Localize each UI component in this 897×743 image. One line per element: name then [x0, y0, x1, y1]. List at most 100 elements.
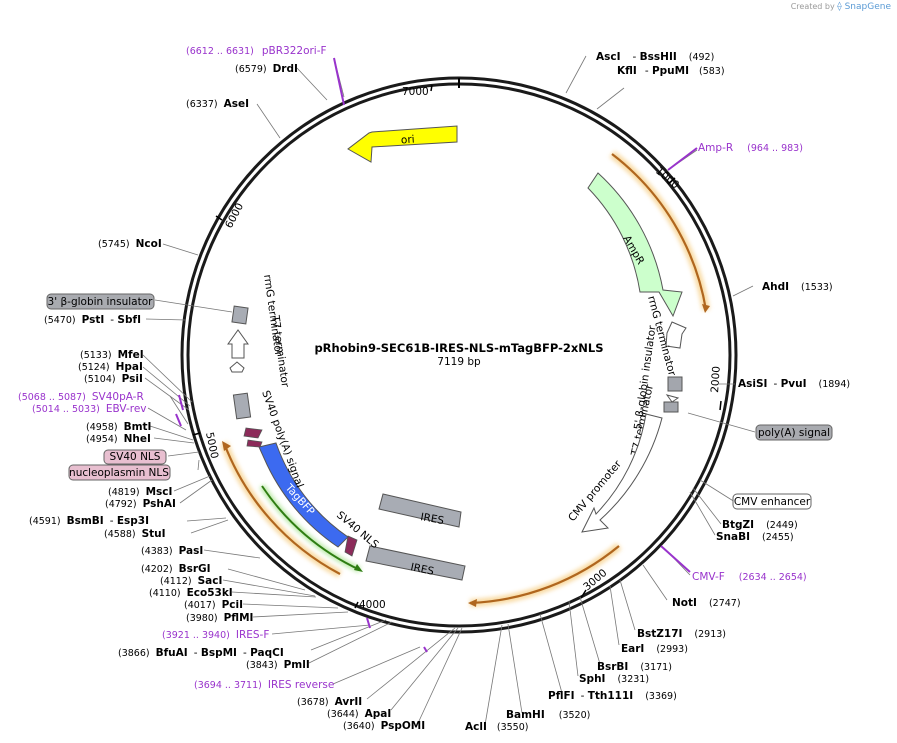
- leader-pasi: [203, 549, 261, 559]
- site-sphi: SphI(3231): [579, 673, 649, 685]
- site-nhei: (4954)NheI: [86, 433, 151, 445]
- leader-hpai: [142, 366, 191, 407]
- primer-mark-sv40pa: [178, 394, 184, 411]
- site-bsrbi: BsrBI(3171): [597, 661, 672, 673]
- primer-ires-reverse: (3694 .. 3711)IRES reverse: [194, 679, 334, 691]
- site-pvui-name: PvuI: [781, 378, 807, 390]
- tick-label-5000: 5000: [203, 431, 220, 460]
- site-acli-pos: (3550): [497, 722, 529, 733]
- primer-ebv-rev-range: (5014 .. 5033): [32, 404, 100, 415]
- leader-asei: [256, 103, 281, 139]
- snapgene-name: SnapGene: [844, 2, 891, 12]
- site-avrii-name: AvrII: [335, 696, 363, 708]
- site-stui: (4588)StuI: [104, 528, 166, 540]
- site-saci-pos: (4112): [160, 576, 192, 587]
- ires-top-feature: [378, 493, 462, 528]
- site-saci: (4112)SacI: [160, 575, 222, 587]
- primer-ebv-rev-name: EBV-rev: [106, 403, 147, 415]
- site-snabi-pos: (2455): [762, 532, 794, 543]
- leader-ahdi: [732, 285, 754, 297]
- primer-amp-r: Amp-R(964 .. 983): [698, 142, 803, 154]
- ires-top-label: IRES: [419, 511, 445, 527]
- sv40polya-feature: [232, 392, 252, 420]
- sv40-orange-arc: [222, 442, 341, 575]
- globin3-box: [46, 293, 155, 310]
- site-eari-name: EarI: [621, 643, 644, 655]
- primer-ires-f-name: IRES-F: [236, 629, 270, 641]
- site-asisi: AsiSI- PvuI(1894): [738, 378, 850, 390]
- site-noti-pos: (2747): [709, 598, 741, 609]
- t7-right-feature: [663, 401, 679, 413]
- site-eco53ki-pos: (4110): [149, 588, 181, 599]
- tick-2000: [719, 400, 722, 411]
- rrng-right-feature: [665, 321, 687, 349]
- ori-feature: [347, 125, 458, 163]
- globin3-feature: [231, 305, 249, 325]
- site-snabi-name: SnaBI: [716, 531, 750, 543]
- site-bspmi-name: BspMI: [201, 647, 237, 659]
- primer-mark-ires-f: [366, 617, 371, 629]
- site-eco53ki: (4110)Eco53kI: [149, 587, 233, 599]
- polya-right-arrow: [665, 394, 680, 403]
- site-asci-dash: -: [633, 51, 640, 63]
- site-kfli-pos: (583): [699, 66, 725, 77]
- site-ncoi-name: NcoI: [136, 238, 162, 250]
- site-tth111i-name: Tth111I: [588, 690, 633, 702]
- site-pcii-name: PciI: [222, 599, 243, 611]
- site-apai: (3644)ApaI: [327, 708, 391, 720]
- leader-pmli: [308, 621, 393, 664]
- site-bamhi-pos: (3520): [559, 710, 591, 721]
- site-mfei-pos: (5133): [80, 350, 112, 361]
- leader-msci: [173, 475, 211, 492]
- tick-1000: [667, 177, 676, 185]
- site-mfei-name: MfeI: [118, 349, 144, 361]
- site-pflfi-dash: -: [581, 690, 588, 702]
- primer-ires-f-range: (3921 .. 3940): [162, 630, 230, 641]
- leader-pflmi: [252, 611, 349, 618]
- ires-bottom-feature: [365, 545, 466, 581]
- tick-7000: [430, 84, 433, 92]
- ires-bottom-label: IRES: [409, 561, 435, 578]
- leader-noti: [642, 564, 668, 601]
- site-hpai-pos: (5124): [78, 362, 110, 373]
- leader-pflfi: [539, 613, 563, 694]
- site-avrii-pos: (3678): [297, 697, 329, 708]
- site-acli-name: AclI: [465, 721, 487, 733]
- primer-mark-pbr322: [333, 57, 345, 106]
- leader-snabi: [689, 491, 716, 536]
- site-bstz17i: BstZ17I(2913): [637, 628, 726, 640]
- primer-mark-ebv: [175, 413, 182, 427]
- sv40nls-inner-feature: [344, 535, 358, 557]
- sv40-orange-arrowhead: [222, 441, 231, 451]
- site-asei-name: AseI: [224, 98, 249, 110]
- leader-ebv-rev: [147, 407, 187, 431]
- cmv-orange-arrowhead: [468, 599, 477, 607]
- leader-bsrbi: [579, 596, 601, 665]
- tick-label-2000: 2000: [709, 366, 723, 394]
- site-asci-name: AscI: [596, 51, 621, 63]
- primer-ires-reverse-name: IRES reverse: [268, 679, 335, 691]
- site-pmli: (3843)PmlI: [246, 659, 310, 671]
- site-pflmi: (3980)PflMI: [186, 612, 253, 624]
- leader-lines: [142, 55, 756, 726]
- plasmid-name: pRhobin9-SEC61B-IRES-NLS-mTagBFP-2xNLS: [314, 341, 603, 355]
- site-bsshii-name: BssHII: [640, 51, 677, 63]
- primer-pbr322ori-f-range: (6612 .. 6631): [186, 46, 254, 57]
- cmv-orange-arc: [469, 545, 620, 605]
- site-bfuai-dash2: -: [243, 647, 250, 659]
- site-bsrgi: (4202)BsrGI: [141, 563, 211, 575]
- leader-ires-f: [271, 624, 371, 635]
- polya-box-label: poly(A) signal: [758, 427, 830, 439]
- site-psii-name: PsiI: [122, 373, 143, 385]
- site-pcii-pos: (4017): [184, 600, 216, 611]
- sv40nls-box: [103, 449, 167, 465]
- site-asci-pos: (492): [689, 52, 715, 63]
- site-msci-pos: (4819): [108, 487, 140, 498]
- site-pasi-name: PasI: [179, 545, 204, 557]
- site-bfuai-name: BfuAI: [156, 647, 188, 659]
- site-apai-pos: (3644): [327, 709, 359, 720]
- site-pflfi: PflFI- Tth111I(3369): [548, 690, 677, 702]
- leader-eari: [609, 585, 620, 646]
- tick-label-4000: 4000: [359, 599, 386, 611]
- site-bmti-pos: (4958): [86, 422, 118, 433]
